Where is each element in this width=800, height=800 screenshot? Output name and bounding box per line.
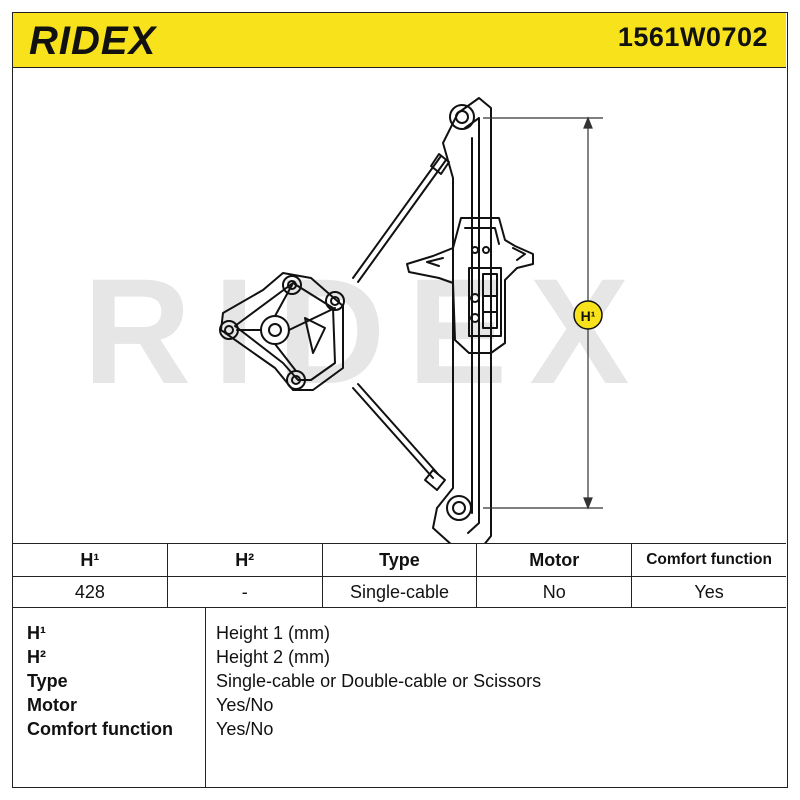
spec-header-type: Type — [323, 544, 478, 576]
spec-header-h1: H¹ — [13, 544, 168, 576]
ridex-logo: RIDEX — [29, 19, 158, 63]
header-bar: RIDEX 1561W0702 — [13, 13, 786, 68]
spec-value-h2: - — [168, 577, 323, 608]
spec-table: H¹ H² Type Motor Comfort function 428 - … — [13, 543, 786, 608]
spec-value-motor: No — [477, 577, 633, 608]
spec-value-comfort: Yes — [694, 582, 724, 602]
spec-header-comfort: Comfort function — [646, 551, 772, 568]
legend-key: Motor — [27, 695, 77, 715]
spec-value-type: Single-cable — [323, 577, 478, 608]
product-sheet: RIDEX 1561W0702 RIDEX — [12, 12, 788, 788]
technical-drawing: RIDEX — [13, 68, 786, 543]
window-regulator-drawing: RIDEX — [83, 97, 651, 543]
legend-value: Height 2 (mm) — [216, 647, 331, 667]
legend-value: Height 1 (mm) — [216, 623, 331, 643]
legend-value: Yes/No — [216, 719, 274, 739]
legend-value: Yes/No — [216, 695, 274, 715]
legend-value: Single-cable or Double-cable or Scissors — [216, 671, 542, 691]
dimension-badge — [573, 300, 603, 330]
legend-values: Height 1 (mm) Height 2 (mm) Single-cable… — [206, 608, 786, 787]
legend: H¹ H² Type Motor Comfort function Height… — [13, 607, 786, 787]
watermark-text: RIDEX — [83, 247, 651, 415]
spec-value-row: 428 - Single-cable No Yes — [13, 576, 786, 608]
spec-header-h2: H² — [168, 544, 323, 576]
spec-value-h1: 428 — [13, 577, 168, 608]
legend-key: Comfort function — [27, 719, 173, 739]
brand-logo-text: RIDEX — [29, 19, 158, 63]
legend-key: H¹ — [27, 623, 46, 643]
legend-key: H² — [27, 647, 46, 667]
spec-header-row: H¹ H² Type Motor Comfort function — [13, 544, 786, 576]
spec-header-motor: Motor — [477, 544, 633, 576]
legend-keys: H¹ H² Type Motor Comfort function — [13, 608, 206, 787]
legend-key: Type — [27, 671, 68, 691]
dimension-label: H¹ — [581, 308, 596, 324]
part-number: 1561W0702 — [617, 22, 768, 52]
